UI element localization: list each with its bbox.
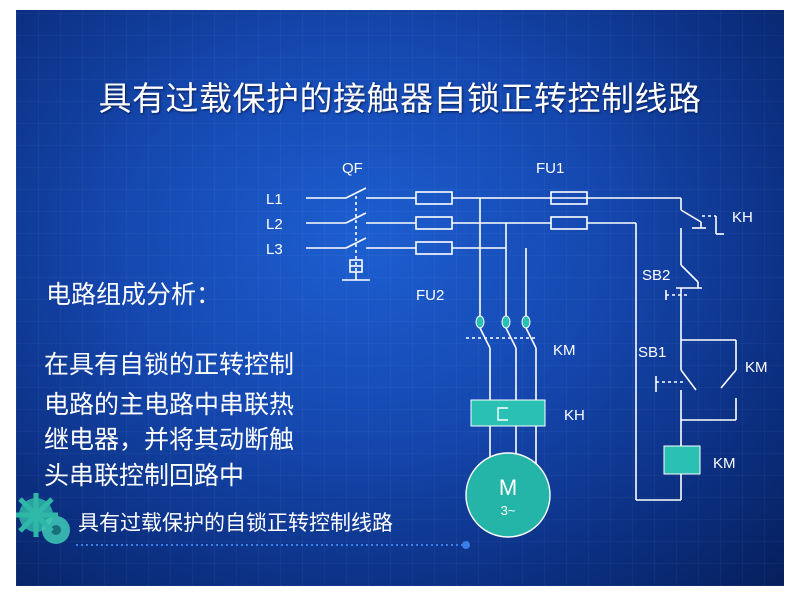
label-fu2: FU2 (416, 287, 444, 304)
fuse-fu2 (415, 191, 453, 255)
km-coil (663, 445, 701, 475)
km-aux-contact (720, 369, 737, 420)
label-kh-ctrl: KH (732, 209, 753, 226)
analysis-line-4: 头串联控制回路中 (44, 461, 245, 490)
label-fu1: FU1 (536, 160, 564, 177)
label-km-aux: KM (745, 359, 768, 376)
slide: 具有过载保护的接触器自锁正转控制线路 (16, 10, 784, 586)
analysis-heading: 电路组成分析： (46, 280, 222, 309)
label-l3: L3 (266, 241, 283, 258)
footer-dot (462, 541, 470, 549)
label-km-coil: KM (713, 455, 736, 472)
label-qf: QF (342, 160, 363, 177)
kh-nc-contact (680, 209, 724, 235)
breaker-qf (342, 187, 370, 281)
label-sb1: SB1 (638, 344, 666, 361)
analysis-line-1: 在具有自锁的正转控制 (44, 350, 295, 379)
label-motor: M (499, 475, 517, 500)
slide-title: 具有过载保护的接触器自锁正转控制线路 (98, 79, 702, 118)
label-kh-main: KH (564, 407, 585, 424)
circuit-diagram: QF FU1 L1 L2 L3 FU2 KM KH M 3~ KH SB2 SB… (16, 160, 768, 549)
thermal-relay-kh (470, 399, 546, 427)
footer-caption: 具有过载保护的自锁正转控制线路 (78, 511, 393, 535)
gear-icon (16, 493, 70, 544)
motor (465, 452, 551, 538)
label-motor-sub: 3~ (501, 503, 516, 518)
analysis-line-3: 继电器，并将其动断触 (44, 425, 295, 454)
label-l1: L1 (266, 191, 283, 208)
label-km-main: KM (553, 342, 576, 359)
label-sb2: SB2 (642, 267, 670, 284)
button-sb2 (665, 264, 702, 300)
fu2-taps (475, 315, 531, 329)
analysis-line-2: 电路的主电路中串联热 (44, 390, 295, 419)
button-sb1 (655, 369, 697, 420)
label-l2: L2 (266, 216, 283, 233)
contactor-km-main (466, 327, 537, 349)
